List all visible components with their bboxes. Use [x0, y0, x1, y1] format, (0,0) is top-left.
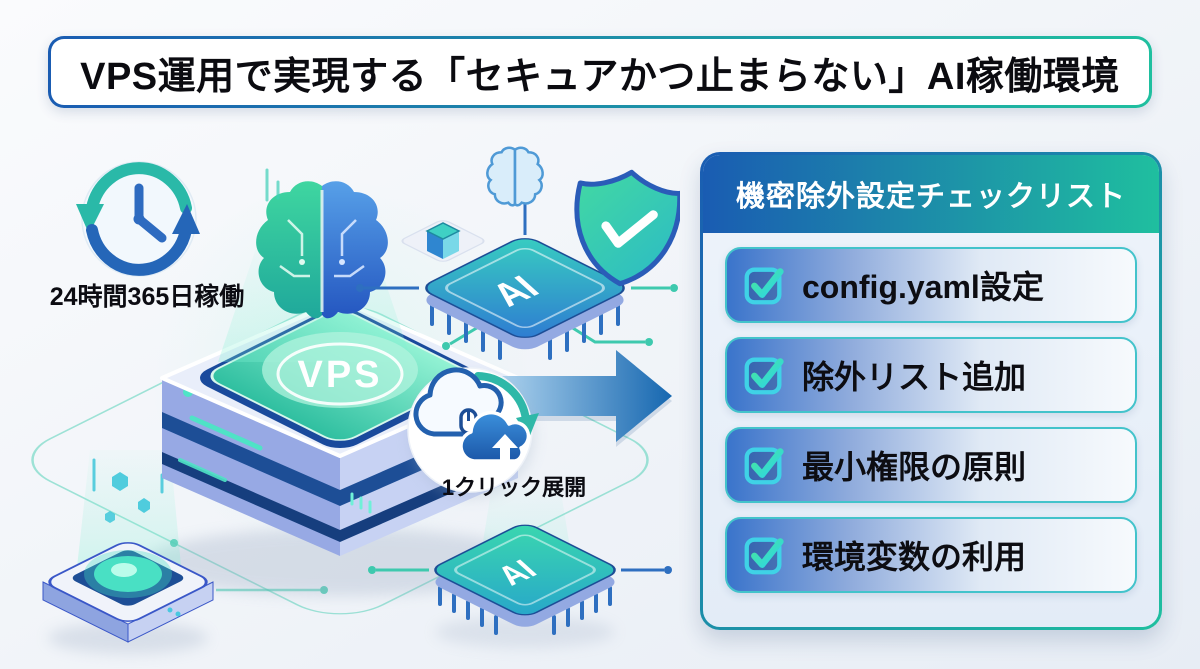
mini-brain-icon [486, 146, 544, 207]
checklist-header: 機密除外設定チェックリスト [703, 155, 1159, 233]
checklist-item: 環境変数の利用 [725, 517, 1137, 593]
checkbox-checked-icon [741, 262, 787, 308]
checkbox-checked-icon [741, 352, 787, 398]
ai-chip-bottom-icon: AI [368, 486, 672, 635]
checklist-item: config.yaml設定 [725, 247, 1137, 323]
checklist-list: config.yaml設定 除外リスト追加 最小権限の原則 環境変数の利用 [703, 233, 1159, 627]
checkbox-checked-icon [741, 532, 787, 578]
flow-arrow-icon [490, 350, 672, 447]
title-banner: VPS運用で実現する「セキュアかつ止まらない」AI稼働環境 [48, 36, 1152, 108]
one-click-label: 1クリック展開 [441, 475, 587, 500]
shield-check-icon [574, 169, 680, 287]
checklist-panel: 機密除外設定チェックリスト config.yaml設定 除外リスト追加 最小権限… [700, 152, 1162, 630]
checklist-panel-inner: 機密除外設定チェックリスト config.yaml設定 除外リスト追加 最小権限… [703, 155, 1159, 627]
brain-icon [256, 181, 388, 319]
checkbox-checked-icon [741, 442, 787, 488]
cube-icon [401, 220, 485, 262]
cloud-deploy-icon [407, 367, 539, 498]
hex-pad-icon [42, 450, 214, 643]
vps-label-group: VPS [262, 332, 418, 408]
clock-sync-icon [76, 161, 200, 277]
vps-label: VPS [297, 354, 382, 396]
checklist-item-label: 除外リスト追加 [802, 359, 1027, 395]
ai-chip-top-icon: AI [356, 194, 678, 360]
illustration-canvas: VPS AI [31, 146, 680, 654]
checklist-item-label: 最小権限の原則 [802, 449, 1027, 485]
uptime-label: 24時間365日稼働 [49, 283, 245, 311]
page-title: VPS運用で実現する「セキュアかつ止まらない」AI稼働環境 [51, 39, 1149, 105]
checklist-item: 除外リスト追加 [725, 337, 1137, 413]
illustration: VPS AI [20, 130, 680, 669]
checklist-item: 最小権限の原則 [725, 427, 1137, 503]
checklist-item-label: 環境変数の利用 [802, 539, 1027, 575]
checklist-item-label: config.yaml設定 [802, 269, 1044, 305]
